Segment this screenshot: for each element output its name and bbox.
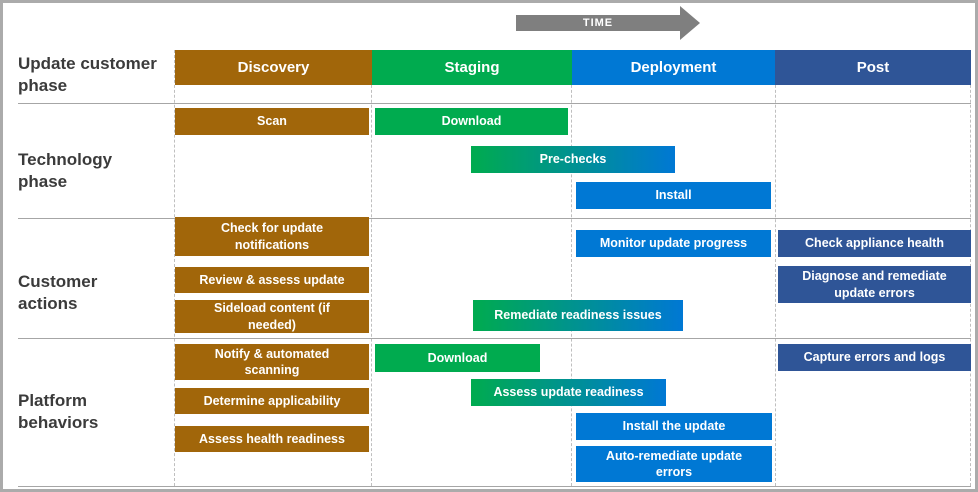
- bar-capture-errors-and-logs: Capture errors and logs: [778, 344, 971, 371]
- time-arrow: TIME: [516, 15, 680, 31]
- bar-assess-health-readiness: Assess health readiness: [175, 426, 369, 452]
- bar-review-assess-update: Review & assess update: [175, 267, 369, 293]
- bar-scan: Scan: [175, 108, 369, 135]
- row-label-update-customer-phase: Update customer phase: [18, 54, 157, 95]
- row-separator-line: [18, 486, 971, 487]
- column-separator-line: [775, 50, 776, 486]
- bar-notify-automated-scanning: Notify & automated scanning: [175, 344, 369, 380]
- bar-assess-update-readiness: Assess update readiness: [471, 379, 666, 406]
- row-label-technology-phase: Technology phase: [18, 150, 113, 191]
- column-header-deployment: Deployment: [572, 50, 775, 85]
- bar-pre-checks: Pre-checks: [471, 146, 675, 173]
- bar-check-for-update-notifications: Check for update notifications: [175, 217, 369, 256]
- row-separator-line: [18, 338, 971, 339]
- bar-download: Download: [375, 108, 568, 135]
- bar-diagnose-and-remediate-update-errors: Diagnose and remediate update errors: [778, 266, 971, 303]
- bar-check-appliance-health: Check appliance health: [778, 230, 971, 257]
- column-separator-line: [174, 50, 175, 486]
- bar-remediate-readiness-issues: Remediate readiness issues: [473, 300, 683, 331]
- bar-sideload-content-if-needed: Sideload content (if needed): [175, 300, 369, 333]
- bar-determine-applicability: Determine applicability: [175, 388, 369, 414]
- column-header-discovery: Discovery: [175, 50, 372, 85]
- row-separator-line: [18, 218, 971, 219]
- column-separator-line: [571, 50, 572, 486]
- time-arrow-label: TIME: [582, 17, 614, 29]
- bar-download: Download: [375, 344, 540, 372]
- bar-install-the-update: Install the update: [576, 413, 772, 440]
- row-label-platform-behaviors: Platform behaviors: [18, 391, 99, 432]
- row-separator-line: [18, 103, 971, 104]
- bar-monitor-update-progress: Monitor update progress: [576, 230, 771, 257]
- column-separator-line: [371, 50, 372, 486]
- column-header-post: Post: [775, 50, 971, 85]
- bar-install: Install: [576, 182, 771, 209]
- row-label-customer-actions: Customer actions: [18, 272, 98, 313]
- time-arrow-head-icon: [680, 6, 700, 40]
- bar-auto-remediate-update-errors: Auto-remediate update errors: [576, 446, 772, 482]
- column-header-staging: Staging: [372, 50, 572, 85]
